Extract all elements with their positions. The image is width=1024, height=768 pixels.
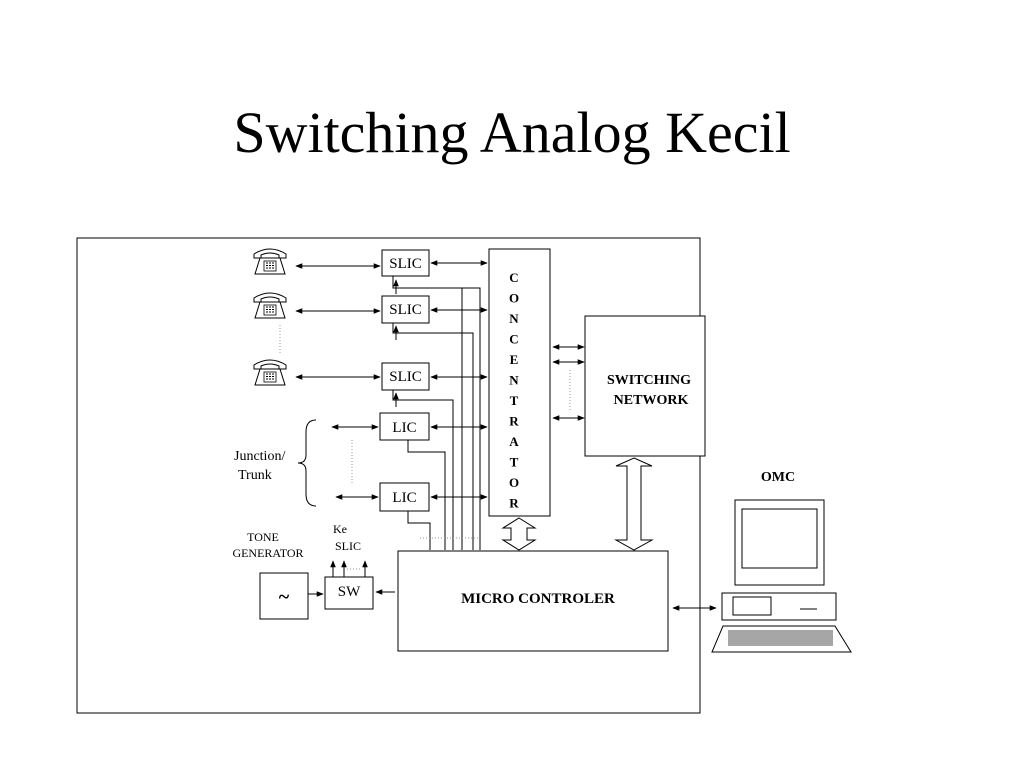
lic-block-2: LIC [379, 482, 430, 512]
concentrator-letter: C [509, 332, 518, 347]
micro-controller-label: MICRO CONTROLER [461, 591, 615, 607]
junction-trunk-label: Junction/ [234, 449, 285, 464]
telephone-icon [253, 248, 287, 275]
lic-label: LIC [392, 490, 416, 506]
slic-block-2: SLIC [381, 295, 430, 324]
concentrator-letter: O [509, 291, 519, 306]
ke-slic-label: SLIC [335, 539, 361, 553]
slic-block-3: SLIC [381, 362, 430, 391]
micro-controller-block: MICRO CONTROLER [397, 550, 669, 652]
tone-generator-label: TONE [247, 530, 279, 544]
concentrator-letter: O [509, 475, 519, 490]
tone-generator-label: GENERATOR [232, 546, 303, 560]
tone-generator-block: ~ [259, 572, 309, 620]
sw-label: SW [338, 584, 361, 600]
concentrator-letter: A [509, 434, 519, 449]
switching-network-block: SWITCHING NETWORK [584, 315, 706, 457]
lic-label: LIC [392, 420, 416, 436]
tilde-icon: ~ [279, 586, 290, 608]
slide-title: Switching Analog Kecil [233, 100, 791, 165]
ke-slic-label: Ke [333, 522, 347, 536]
concentrator-letter: N [509, 373, 519, 388]
concentrator-letter: N [509, 311, 519, 326]
slic-label: SLIC [389, 302, 422, 318]
slic-label: SLIC [389, 256, 422, 272]
telephone-icon [253, 292, 287, 319]
concentrator-letter: R [509, 414, 519, 429]
computer-terminal-icon [711, 499, 852, 653]
concentrator-letter: C [509, 270, 518, 285]
concentrator-letter: E [510, 352, 519, 367]
slic-block-1: SLIC [381, 249, 430, 277]
junction-trunk-label: Trunk [238, 468, 272, 483]
concentrator-letter: T [510, 393, 519, 408]
switching-network-label: SWITCHING [607, 373, 691, 388]
lic-block-1: LIC [379, 412, 430, 441]
switching-network-label: NETWORK [614, 393, 689, 408]
slic-label: SLIC [389, 369, 422, 385]
omc-label: OMC [761, 470, 795, 485]
telephone-icon [253, 359, 287, 386]
concentrator-letter: R [509, 496, 519, 511]
concentrator-controller-link [501, 517, 537, 551]
concentrator-letter: T [510, 455, 519, 470]
network-controller-link [614, 457, 654, 551]
sw-block: SW [324, 576, 374, 610]
